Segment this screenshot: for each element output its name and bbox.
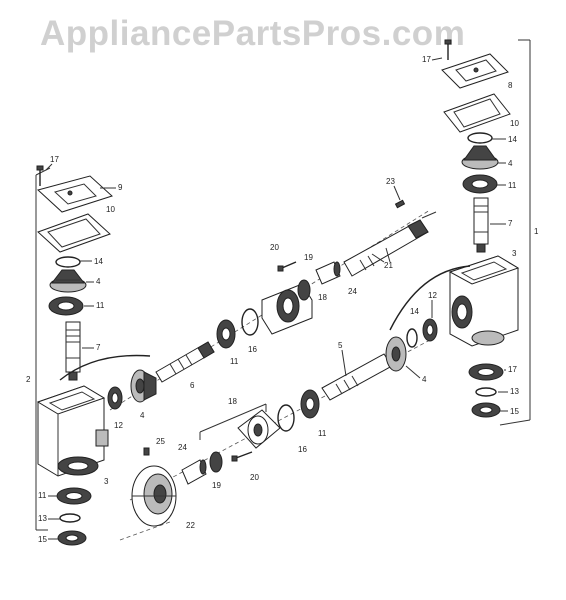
bevel-gear-4-upper[interactable] [130, 369, 157, 403]
callout-19-lower: 19 [212, 481, 221, 490]
watermark: AppliancePartsPros.com [40, 14, 466, 53]
shaft-7-right[interactable] [473, 197, 489, 253]
callout-15-left: 15 [38, 535, 47, 544]
washer-19-lower[interactable] [209, 451, 223, 473]
ring-13-right[interactable] [475, 387, 497, 397]
callout-17-lower-right: 17 [508, 365, 517, 374]
lower-shaft-assembly [119, 336, 431, 541]
callout-14-left: 14 [94, 257, 103, 266]
callout-4-left: 4 [96, 277, 101, 286]
callout-10-left: 10 [106, 205, 115, 214]
bolt-20-upper[interactable] [277, 261, 297, 272]
ring-14-mid[interactable] [406, 328, 418, 348]
callout-13-right: 13 [510, 387, 519, 396]
bearing-11-bottom-right[interactable] [468, 363, 504, 381]
callout-4-lower: 4 [422, 375, 427, 384]
bevel-gear-4-lower[interactable] [385, 336, 407, 372]
callout-7-right: 7 [508, 219, 513, 228]
upper-shaft-assembly [107, 199, 437, 411]
ring-16-lower[interactable] [277, 404, 295, 432]
seal-15-right[interactable] [471, 402, 501, 418]
bevel-gear-4-right[interactable] [461, 145, 499, 170]
right-gearbox-assembly [389, 39, 531, 426]
bearing-11-upper[interactable] [216, 319, 236, 349]
shaft-7-left[interactable] [65, 321, 81, 381]
callout-19-upper: 19 [304, 253, 313, 262]
callout-1: 1 [534, 227, 539, 236]
callout-4-upper: 4 [140, 411, 145, 420]
key-23[interactable] [394, 199, 406, 209]
callout-17-right: 17 [422, 55, 431, 64]
callout-20-lower: 20 [250, 473, 259, 482]
housing-3-right[interactable] [448, 255, 520, 347]
screw-25[interactable] [143, 447, 150, 456]
screw-17-left[interactable] [36, 165, 44, 186]
cover-plate-9-left[interactable] [36, 175, 113, 213]
callout-24-upper: 24 [348, 287, 357, 296]
callout-12-right: 12 [428, 291, 437, 300]
callout-5: 5 [338, 341, 343, 350]
bearing-11-right[interactable] [462, 174, 498, 194]
callout-14-mid: 14 [410, 307, 419, 316]
callout-21: 21 [384, 261, 393, 270]
callout-labels: 17 9 10 14 4 11 7 2 12 4 3 11 13 15 6 11… [26, 55, 539, 544]
callout-3-left: 3 [104, 477, 109, 486]
callout-11-right: 11 [508, 181, 517, 190]
housing-3-left[interactable] [36, 385, 109, 477]
callout-16-upper: 16 [248, 345, 257, 354]
shaft-5[interactable] [321, 353, 393, 401]
bolt-20-lower[interactable] [231, 451, 253, 462]
pulley-22[interactable] [131, 465, 177, 527]
callout-15-right: 15 [510, 407, 519, 416]
ring-16-upper[interactable] [241, 308, 259, 336]
callout-24-lower: 24 [178, 443, 187, 452]
callout-2: 2 [26, 375, 31, 384]
callout-25: 25 [156, 437, 165, 446]
callout-10-right: 10 [510, 119, 519, 128]
callout-9: 9 [118, 183, 123, 192]
callout-7-left: 7 [96, 343, 101, 352]
left-gearbox-assembly [35, 165, 151, 546]
callout-18-upper: 18 [318, 293, 327, 302]
shaft-6[interactable] [155, 341, 215, 383]
callout-8: 8 [508, 81, 513, 90]
callout-14-right: 14 [508, 135, 517, 144]
callout-6: 6 [190, 381, 195, 390]
callout-4-right: 4 [508, 159, 513, 168]
gasket-10-right[interactable] [443, 93, 511, 133]
callout-3-right: 3 [512, 249, 517, 258]
callout-16-lower: 16 [298, 445, 307, 454]
flange-plate-18-lower[interactable] [237, 409, 281, 449]
callout-11-left: 11 [96, 301, 105, 310]
seal-12-upper-left[interactable] [107, 386, 123, 410]
bevel-gear-4-left[interactable] [49, 269, 87, 293]
bearing-11-left[interactable] [48, 296, 84, 316]
screw-17-right[interactable] [444, 39, 452, 60]
callout-11-bottom-left: 11 [38, 491, 47, 500]
bearing-11-bottom-left[interactable] [56, 487, 92, 505]
callout-13-left: 13 [38, 514, 47, 523]
callout-22: 22 [186, 521, 195, 530]
ring-13-left[interactable] [59, 513, 81, 523]
callout-23: 23 [386, 177, 395, 186]
callout-12-left: 12 [114, 421, 123, 430]
bushing-24-lower[interactable] [181, 459, 207, 485]
ring-14-right[interactable] [467, 132, 493, 144]
washer-19-upper[interactable] [297, 279, 311, 301]
ring-14-left[interactable] [55, 256, 81, 268]
callout-11-upper: 11 [230, 357, 239, 366]
seal-12-right[interactable] [422, 318, 438, 342]
callout-18-lower: 18 [228, 397, 237, 406]
bushing-24-upper[interactable] [315, 261, 341, 285]
gasket-10-left[interactable] [37, 213, 111, 253]
callout-20-upper: 20 [270, 243, 279, 252]
callout-17-left: 17 [50, 155, 59, 164]
callout-11-lower: 11 [318, 429, 327, 438]
seal-15-left[interactable] [57, 530, 87, 546]
bearing-11-lower[interactable] [300, 389, 320, 419]
